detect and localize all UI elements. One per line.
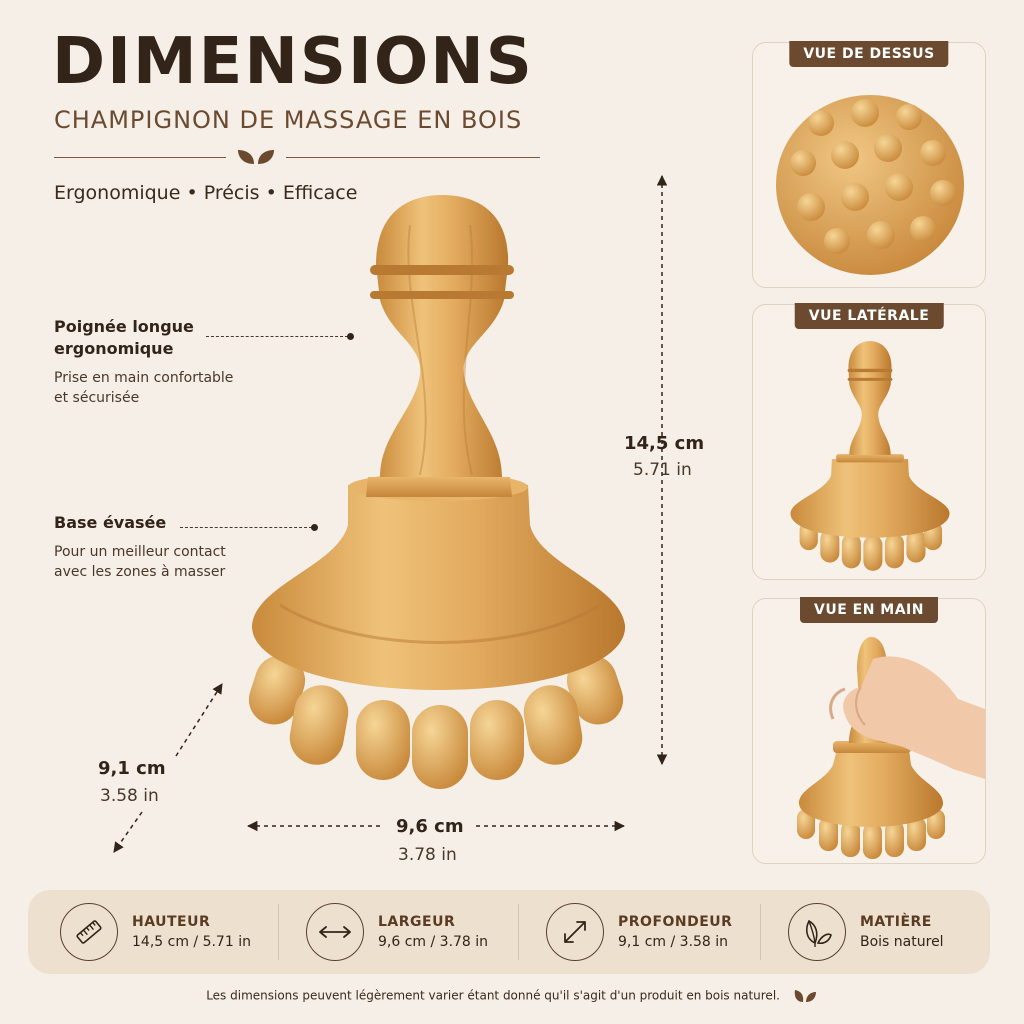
divider-line-left bbox=[54, 157, 226, 158]
panel-side-view: VUE LATÉRALE bbox=[752, 303, 986, 580]
height-metric: 14,5 cm bbox=[624, 433, 705, 454]
info-material: MATIÈRE Bois naturel bbox=[788, 890, 944, 974]
tagline: Ergonomique • Précis • Efficace bbox=[54, 182, 358, 204]
info-height: HAUTEUR 14,5 cm / 5.71 in bbox=[60, 890, 251, 974]
page-subtitle: CHAMPIGNON DE MASSAGE EN BOIS bbox=[54, 106, 523, 134]
side-view-image bbox=[790, 341, 950, 571]
footer-note: Les dimensions peuvent légèrement varier… bbox=[0, 988, 1024, 1004]
horizontal-arrows-icon bbox=[306, 903, 364, 961]
panel-top-view: VUE DE DESSUS bbox=[752, 41, 986, 288]
callout-base-leader bbox=[180, 527, 312, 528]
info-separator bbox=[518, 904, 519, 960]
page-title: DIMENSIONS bbox=[52, 25, 534, 99]
info-width-title: LARGEUR bbox=[378, 914, 456, 930]
panel-top-view-label: VUE DE DESSUS bbox=[789, 41, 949, 67]
in-hand-image bbox=[797, 637, 985, 859]
panel-side-view-label: VUE LATÉRALE bbox=[794, 303, 944, 329]
panel-in-hand-view: VUE EN MAIN bbox=[752, 597, 986, 864]
depth-imperial: 3.58 in bbox=[100, 786, 159, 806]
top-view-image bbox=[776, 95, 964, 275]
callout-handle-dot bbox=[347, 333, 354, 340]
height-imperial: 5.71 in bbox=[633, 460, 692, 480]
height-arrow bbox=[656, 174, 668, 766]
callout-handle: Poignée longue ergonomique Prise en main… bbox=[54, 316, 233, 408]
callout-handle-leader bbox=[206, 336, 348, 337]
depth-metric: 9,1 cm bbox=[98, 758, 166, 779]
info-width-value: 9,6 cm / 3.78 in bbox=[378, 934, 489, 950]
callout-base-title: Base évasée bbox=[54, 513, 167, 532]
callout-base-text-1: Pour un meilleur contact bbox=[54, 544, 226, 560]
callout-base: Base évasée Pour un meilleur contact ave… bbox=[54, 512, 226, 582]
info-separator bbox=[278, 904, 279, 960]
callout-handle-title-1: Poignée longue bbox=[54, 317, 194, 336]
info-height-value: 14,5 cm / 5.71 in bbox=[132, 934, 251, 950]
callout-handle-text-2: et sécurisée bbox=[54, 390, 140, 406]
mushroom-massager-image bbox=[248, 195, 626, 789]
divider-line-right bbox=[286, 157, 540, 158]
callout-handle-title-2: ergonomique bbox=[54, 339, 174, 358]
info-width: LARGEUR 9,6 cm / 3.78 in bbox=[306, 890, 488, 974]
depth-arrow bbox=[113, 683, 223, 853]
callout-handle-text-1: Prise en main confortable bbox=[54, 370, 234, 386]
callout-base-text-2: avec les zones à masser bbox=[54, 564, 226, 580]
leaf-icon bbox=[788, 903, 846, 961]
info-depth-value: 9,1 cm / 3.58 in bbox=[618, 934, 729, 950]
diagonal-arrows-icon bbox=[546, 903, 604, 961]
ruler-icon bbox=[60, 903, 118, 961]
footer-note-text: Les dimensions peuvent légèrement varier… bbox=[206, 988, 780, 1003]
width-arrow bbox=[246, 820, 626, 832]
width-metric: 9,6 cm bbox=[396, 816, 464, 837]
info-bar: HAUTEUR 14,5 cm / 5.71 in LARGEUR 9,6 cm… bbox=[28, 890, 990, 974]
callout-base-dot bbox=[311, 524, 318, 531]
panel-in-hand-label: VUE EN MAIN bbox=[800, 597, 938, 623]
info-depth: PROFONDEUR 9,1 cm / 3.58 in bbox=[546, 890, 732, 974]
info-material-value: Bois naturel bbox=[860, 934, 944, 950]
info-separator bbox=[760, 904, 761, 960]
info-depth-title: PROFONDEUR bbox=[618, 914, 733, 930]
info-material-title: MATIÈRE bbox=[860, 914, 932, 930]
leaves-icon bbox=[238, 150, 274, 164]
width-imperial: 3.78 in bbox=[398, 845, 457, 865]
info-height-title: HAUTEUR bbox=[132, 914, 211, 930]
leaves-icon bbox=[794, 990, 816, 1002]
